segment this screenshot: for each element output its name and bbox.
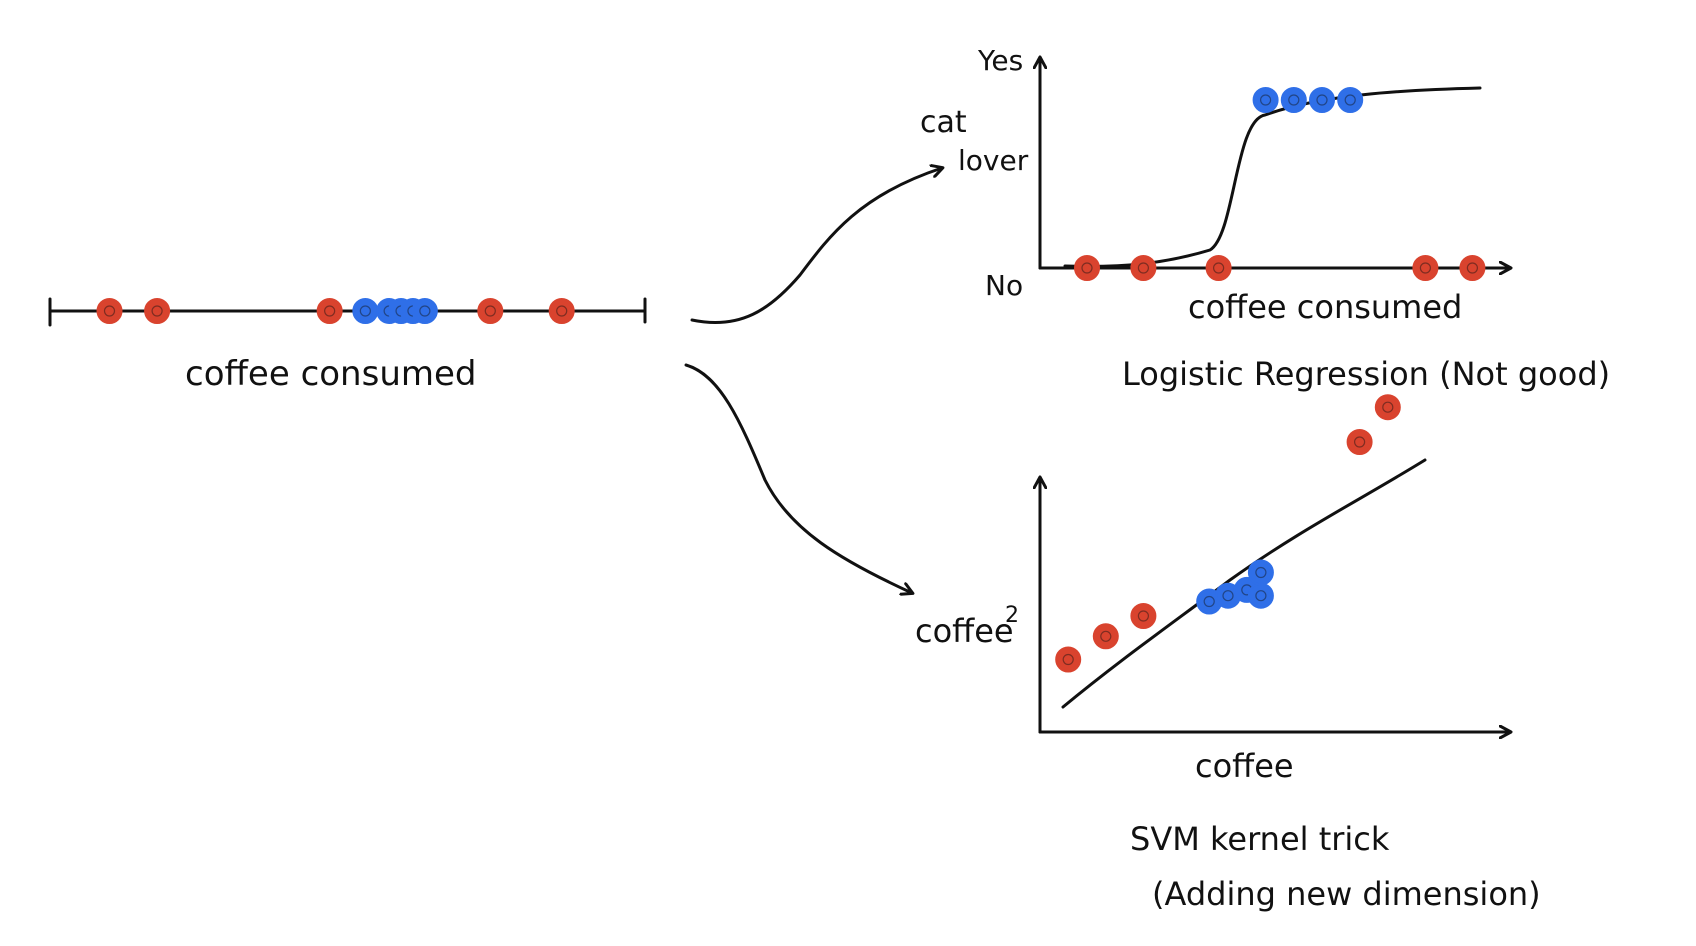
logistic-y-label-line1: cat [920,105,967,140]
red-point-center-mark [1081,262,1093,274]
red-point [1074,255,1100,281]
svm-y-superscript: 2 [1005,603,1019,628]
logistic-points [1074,87,1486,281]
red-point-center-mark [1137,262,1150,274]
red-point [1459,255,1486,281]
svm-points [1055,394,1401,673]
blue-point [1247,582,1274,609]
red-point-center-mark [151,305,163,317]
red-point-center-mark [484,305,496,317]
red-point [1055,646,1082,673]
logistic-sigmoid-curve [1063,86,1482,268]
number-line-label: coffee consumed [185,354,477,394]
red-point-center-mark [1382,401,1394,413]
number-line-panel: coffee consumed [48,297,647,394]
blue-point-center-mark [1255,566,1267,579]
red-point-center-mark [1466,262,1479,274]
red-point-center-mark [324,305,336,317]
red-point-center-mark [103,305,116,317]
arrow-to-logistic [690,168,942,325]
blue-point [352,298,379,324]
red-point [1130,255,1157,281]
svm-plot: coffee 2 coffee SVM kernel trick (Adding… [915,394,1541,913]
blue-point-center-mark [1316,94,1328,106]
blue-point-center-mark [1222,590,1234,602]
logistic-caption: Logistic Regression (Not good) [1122,355,1610,393]
red-point-center-mark [556,305,568,317]
blue-point-center-mark [1255,590,1267,602]
red-point [1412,255,1439,281]
red-point [548,298,575,324]
logistic-y-label-line2: lover [958,144,1029,177]
logistic-x-label: coffee consumed [1188,288,1462,326]
red-point [316,298,343,324]
blue-point [1309,87,1335,113]
blue-point [1252,87,1279,113]
red-point [477,298,504,324]
red-point-center-mark [1353,436,1366,448]
svm-x-label: coffee [1195,747,1294,785]
red-point [1130,603,1157,629]
blue-point [1280,87,1307,113]
blue-point-center-mark [1203,595,1215,608]
red-point [1374,394,1401,421]
svm-caption-line1: SVM kernel trick [1130,820,1390,858]
logistic-no-label: No [985,269,1023,302]
red-point-center-mark [1100,630,1112,642]
red-point-center-mark [1419,262,1432,274]
red-point-center-mark [1212,262,1225,274]
svm-separating-line [1061,458,1427,709]
logistic-yes-label: Yes [977,44,1023,77]
blue-point [411,298,438,324]
red-point [144,298,171,324]
red-point [1092,623,1119,650]
red-point [96,298,123,324]
red-point [1346,429,1373,455]
svm-y-label: coffee [915,612,1014,650]
logistic-plot: Yes No cat lover coffee consumed Logisti… [920,44,1610,393]
number-line-points [96,298,575,324]
svm-caption-line2: (Adding new dimension) [1152,875,1541,913]
blue-point-center-mark [1288,94,1300,106]
arrow-to-svm [684,363,912,593]
blue-point-center-mark [419,305,431,317]
blue-point-center-mark [1259,94,1272,106]
red-point-center-mark [1137,610,1150,622]
red-point-center-mark [1062,653,1074,666]
blue-point [1337,87,1364,113]
blue-point-center-mark [1344,94,1356,106]
blue-point-center-mark [359,305,371,317]
blue-point [1247,559,1274,586]
red-point [1205,255,1232,281]
